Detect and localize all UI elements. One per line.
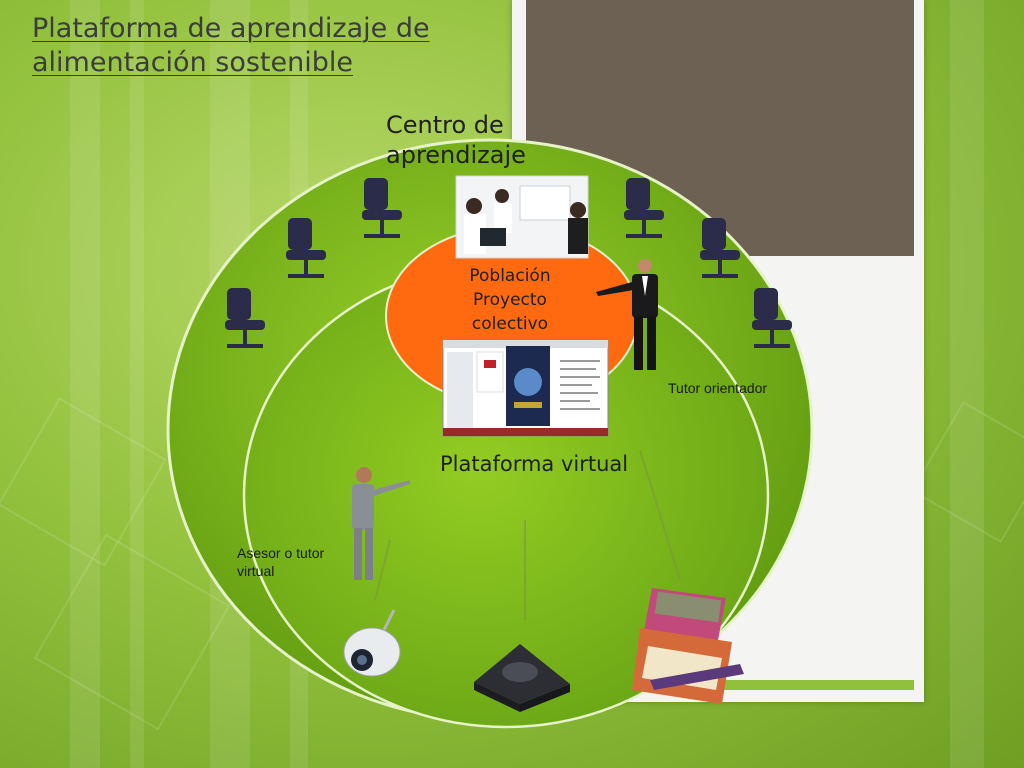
flow-arrows xyxy=(374,449,681,620)
advisor-label-line: virtual xyxy=(237,563,275,579)
advisor-label-line: Asesor o tutor xyxy=(237,545,325,561)
person-icon xyxy=(352,467,410,580)
office-chair-icon xyxy=(225,288,265,348)
core-label-line: Proyecto xyxy=(473,290,547,310)
office-chair-icon xyxy=(752,288,792,348)
office-chair-icon xyxy=(286,218,326,278)
bg-stripe xyxy=(70,0,100,768)
office-chair-icon xyxy=(624,178,664,238)
center-label-line: aprendizaje xyxy=(386,141,526,169)
webcam-icon xyxy=(343,609,401,677)
title-line: alimentación sostenible xyxy=(32,47,353,78)
brochure-icon xyxy=(632,588,744,704)
center-label-line: Centro de xyxy=(386,111,504,139)
advisor-label: Asesor o tutor virtual xyxy=(237,544,324,580)
person-icon xyxy=(596,259,658,370)
office-chair-icon xyxy=(700,218,740,278)
title-line: Plataforma de aprendizaje de xyxy=(32,13,430,44)
core-label-line: colectivo xyxy=(471,314,549,334)
center-label: Centro de aprendizaje xyxy=(386,110,546,170)
meeting-photo xyxy=(455,175,589,259)
core-label-line: Población xyxy=(469,266,551,286)
office-chair-icon xyxy=(362,178,402,238)
bg-stripe xyxy=(130,0,144,768)
conference-phone-icon xyxy=(474,644,570,712)
platform-label: Plataforma virtual xyxy=(440,452,629,476)
virtual-platform-screenshot xyxy=(442,339,609,437)
slide-title: Plataforma de aprendizaje de alimentació… xyxy=(32,12,482,80)
core-label: Población Proyecto colectivo xyxy=(455,264,565,336)
chairs xyxy=(225,178,792,348)
bg-stripe xyxy=(950,0,984,768)
tutor-label: Tutor orientador xyxy=(668,380,768,396)
